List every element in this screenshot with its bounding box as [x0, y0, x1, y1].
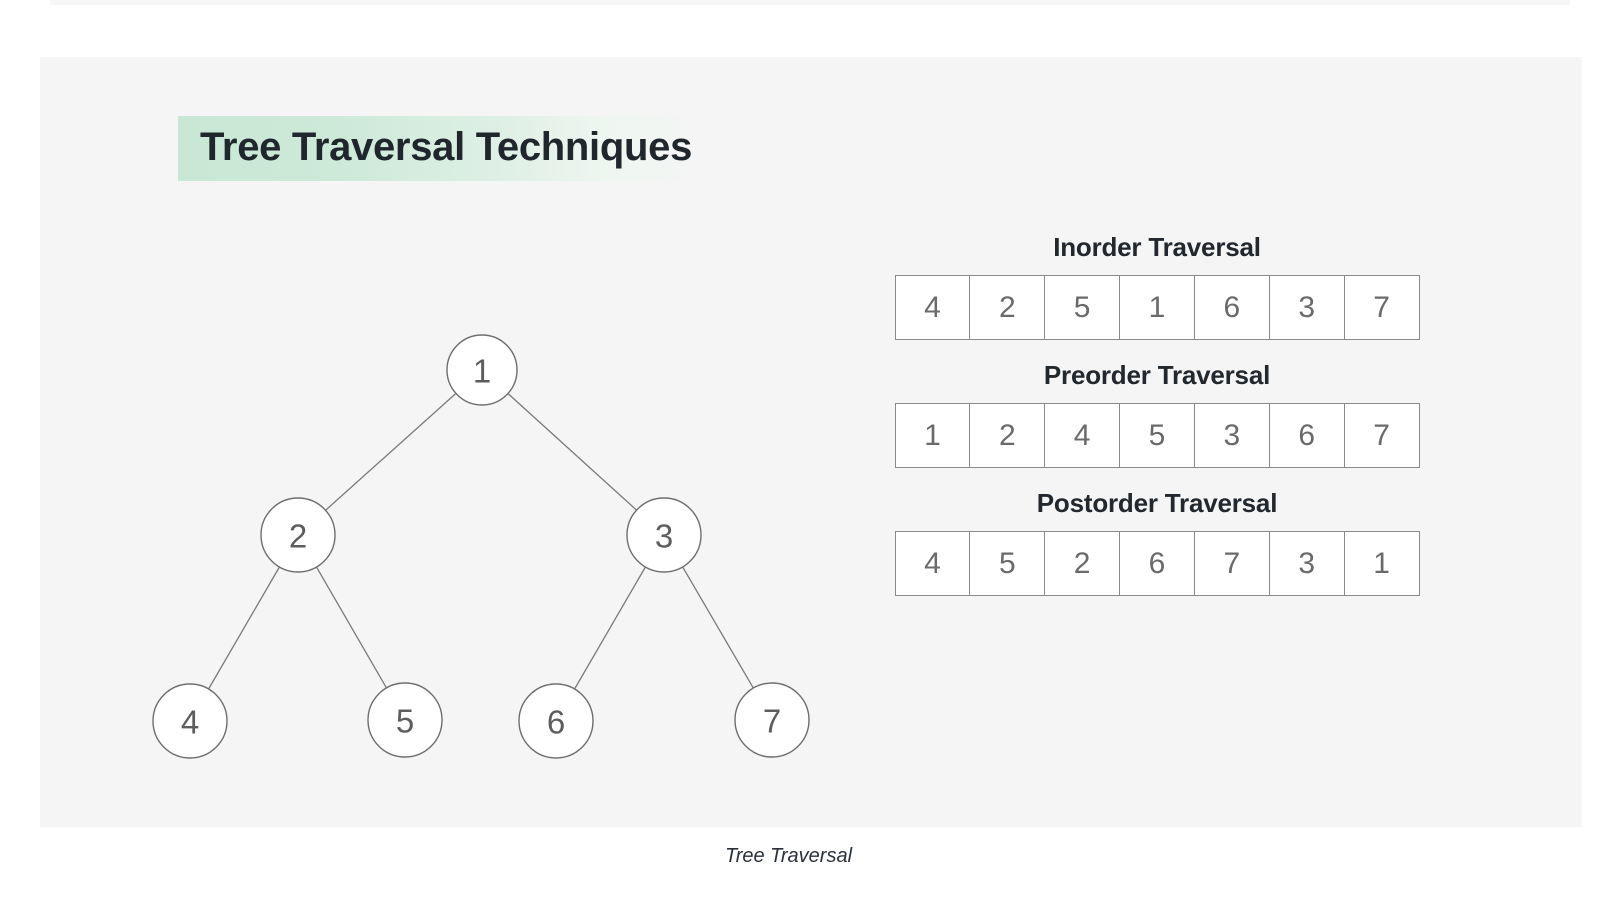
traversal-cell: 3	[1194, 404, 1270, 467]
tree-node-circle	[260, 497, 336, 573]
tree-edge-3-7	[682, 566, 754, 689]
tree-node-label: 7	[763, 703, 781, 740]
traversal-cell: 6	[1269, 404, 1345, 467]
tree-edge-1-3	[507, 393, 638, 511]
page-title: Tree Traversal Techniques	[178, 112, 707, 184]
tree-node-label: 5	[396, 703, 414, 740]
figure-caption: Tree Traversal	[724, 845, 853, 867]
binary-tree-diagram: 1 2 3 4 5 6 7	[80, 237, 880, 827]
traversal-title-preorder: Preorder Traversal	[1043, 360, 1271, 390]
traversal-cell: 4	[895, 532, 971, 595]
traversal-title-postorder: Postorder Traversal	[1036, 488, 1278, 518]
traversal-title-inorder: Inorder Traversal	[1053, 232, 1261, 262]
tree-node-circle	[367, 682, 443, 758]
tree-svg: 1 2 3 4 5 6 7	[152, 334, 810, 759]
tree-node-circle	[734, 682, 810, 758]
tree-node-circle	[518, 683, 594, 759]
traversal-cell: 3	[1269, 532, 1345, 595]
tree-node-group: 1 2 3 4 5 6 7	[152, 334, 810, 759]
traversal-cell: 1	[1120, 276, 1195, 339]
tree-edge-3-6	[574, 566, 646, 690]
tree-node-circle	[152, 683, 228, 759]
traversal-cell: 6	[1120, 532, 1195, 595]
traversal-cell: 4	[895, 276, 971, 339]
traversal-cell: 7	[1194, 532, 1270, 595]
tree-node-6: 6	[518, 683, 594, 759]
page-title-text: Tree Traversal Techniques	[200, 124, 693, 169]
traversal-cell: 5	[1045, 276, 1121, 339]
top-accent-strip	[50, 0, 1570, 5]
tree-node-circle	[446, 334, 518, 406]
tree-node-7: 7	[734, 682, 810, 758]
traversal-cell: 5	[970, 532, 1046, 595]
tree-edge-2-5	[315, 566, 388, 689]
traversal-cell: 6	[1194, 276, 1270, 339]
tree-node-5: 5	[367, 682, 443, 758]
traversal-cell: 1	[895, 404, 971, 467]
title-highlight: Tree Traversal Techniques	[178, 115, 707, 181]
traversal-cell: 3	[1269, 276, 1345, 339]
traversal-cell: 2	[970, 276, 1046, 339]
tree-node-label: 2	[289, 518, 307, 555]
traversal-cell: 2	[1045, 532, 1121, 595]
tree-node-label: 6	[547, 704, 565, 741]
tree-node-3: 3	[626, 497, 702, 573]
tree-node-label: 1	[473, 353, 491, 390]
tree-node-label: 4	[181, 704, 199, 741]
traversal-cell: 1	[1344, 532, 1420, 595]
tree-node-label: 3	[655, 518, 673, 555]
traversal-cell: 4	[1045, 404, 1121, 467]
tree-edge-group	[208, 392, 754, 690]
tree-node-2: 2	[260, 497, 336, 573]
traversal-cell: 7	[1344, 276, 1420, 339]
tree-edge-1-2	[325, 392, 457, 511]
tree-node-4: 4	[152, 683, 228, 759]
traversal-cell: 7	[1344, 404, 1420, 467]
tree-node-circle	[626, 497, 702, 573]
traversal-cell: 2	[970, 404, 1046, 467]
tree-edge-2-4	[208, 566, 280, 690]
traversal-cell: 5	[1120, 404, 1195, 467]
tree-node-1: 1	[446, 334, 518, 406]
